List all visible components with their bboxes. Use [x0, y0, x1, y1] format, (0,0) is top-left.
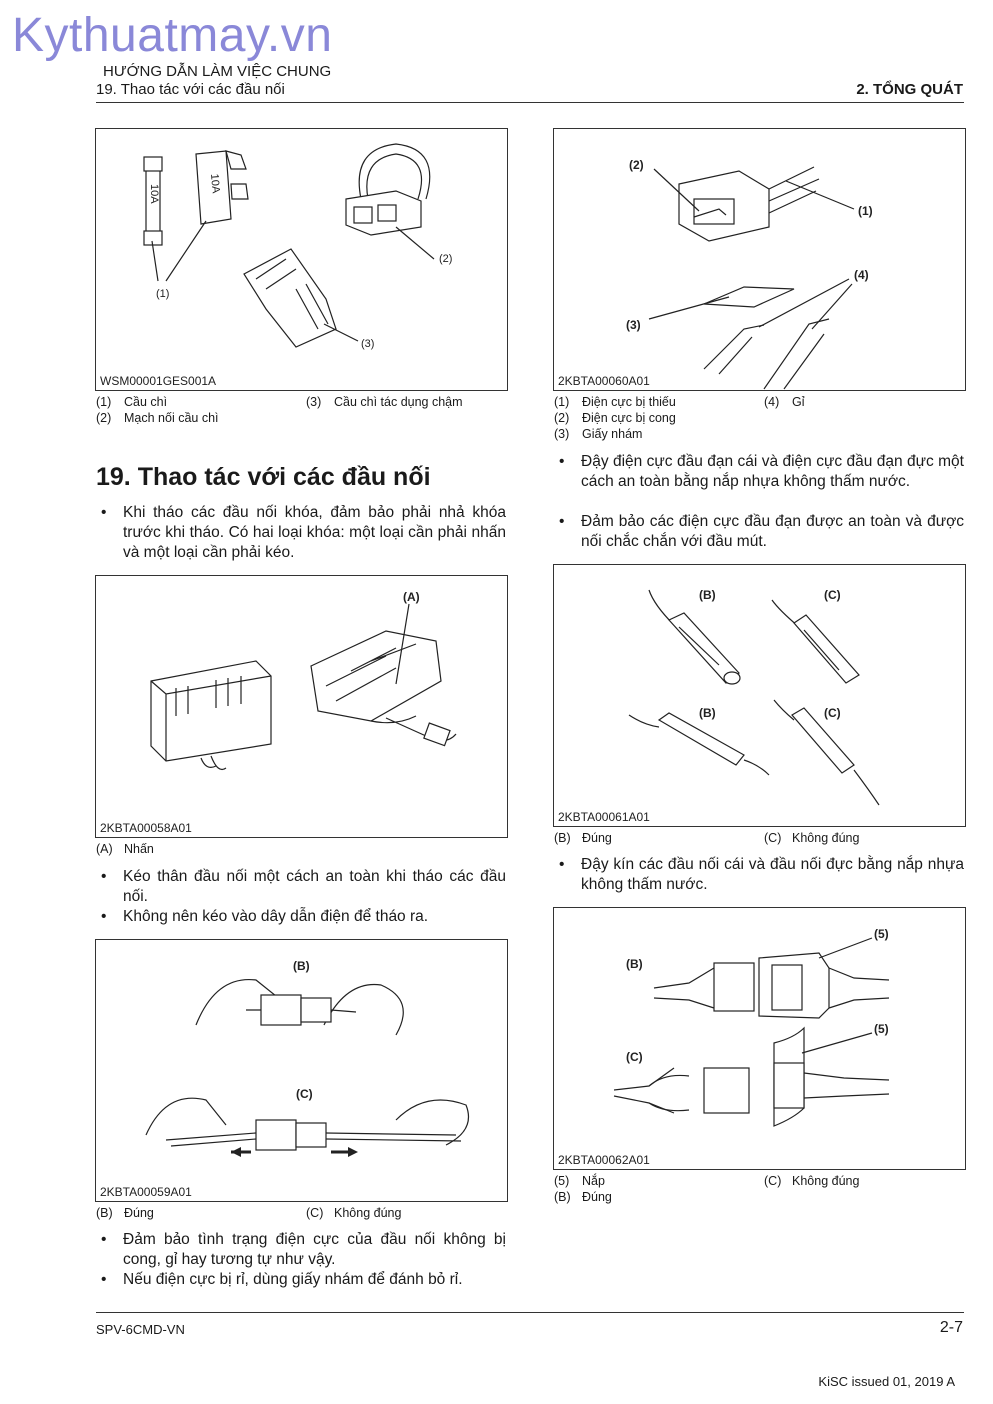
bullet-item: •Đậy kín các đầu nối cái và đầu nối đực …: [559, 856, 964, 893]
bullet-terminals-illustration: (B) (C) (B) (C): [628, 588, 880, 806]
caption-incorrect: (C)Không đúng: [764, 1174, 860, 1188]
caption-terminal-1: (1)Điện cực bị thiếu: [554, 395, 676, 409]
caption-press: (A)Nhấn: [96, 842, 154, 856]
bullet-item: •Kéo thân đầu nối một cách an toàn khi t…: [101, 868, 506, 905]
figure-code: 2KBTA00061A01: [558, 810, 650, 824]
svg-text:(B): (B): [699, 706, 716, 720]
header-chapter: 2. TỔNG QUÁT: [856, 81, 963, 98]
caption-incorrect: (C)Không đúng: [764, 831, 860, 845]
svg-text:(5): (5): [874, 1022, 889, 1036]
svg-text:(B): (B): [699, 588, 716, 602]
waterproof-covers-illustration: (B) (5) (C) (5): [613, 927, 890, 1127]
section-title: 19. Thao tác với các đầu nối: [96, 463, 431, 491]
footer-divider: [96, 1312, 964, 1313]
footer-doc-code: SPV-6CMD-VN: [96, 1322, 185, 1337]
svg-text:(3): (3): [626, 318, 641, 332]
bullet-item: •Nếu điện cực bị rỉ, dùng giấy nhám để đ…: [101, 1271, 463, 1288]
header-divider: [96, 102, 964, 103]
pull-connectors-illustration: (B) (C): [145, 959, 470, 1157]
caption-terminal-4: (4)Gỉ: [764, 395, 805, 409]
watermark-logo: Kythuatmay.vn: [12, 9, 333, 62]
caption-correct: (B)Đúng: [554, 1190, 612, 1204]
caption-correct: (B)Đúng: [554, 831, 612, 845]
svg-text:(C): (C): [824, 588, 841, 602]
caption-incorrect: (C)Không đúng: [306, 1206, 402, 1220]
bullet-item: •Đảm bảo các điện cực đầu đạn được an to…: [559, 513, 964, 550]
fuse-label-3: (3): [361, 338, 374, 350]
caption-fuse-3: (3)Cầu chì tác dụng chậm: [306, 395, 463, 409]
caption-terminal-2: (2)Điện cực bị cong: [554, 411, 676, 425]
svg-text:10A: 10A: [208, 173, 222, 194]
bullet-item: •Khi tháo các đầu nối khóa, đảm bảo phải…: [101, 504, 506, 561]
header-manual-title: HƯỚNG DẪN LÀM VIỆC CHUNG: [103, 63, 332, 80]
svg-text:(1): (1): [858, 204, 873, 218]
bullet-item: •Không nên kéo vào dây dẫn điện để tháo …: [101, 908, 429, 925]
lock-connectors-illustration: (A): [150, 590, 457, 771]
figure-code: WSM00001GES001A: [100, 374, 217, 388]
figure-code: 2KBTA00062A01: [558, 1153, 650, 1167]
fuse-label-2: (2): [439, 253, 452, 265]
figure-code: 2KBTA00060A01: [558, 374, 650, 388]
figure-bullet-terminals: (B) (C) (B) (C) 2KBTA00061A01: [553, 564, 966, 827]
footer-page-number: 2-7: [939, 1319, 963, 1336]
footer-issued: KiSC issued 01, 2019 A: [818, 1374, 955, 1389]
svg-text:(4): (4): [854, 268, 869, 282]
figure-code: 2KBTA00058A01: [100, 821, 192, 835]
caption-fuse-1: (1)Cầu chì: [96, 395, 168, 409]
terminals-illustration: (2) (1) (3) (4): [626, 158, 873, 390]
figure-pull-connectors: (B) (C) 2KBTA00059A01: [95, 939, 508, 1202]
svg-text:(C): (C): [824, 706, 841, 720]
caption-fuse-2: (2)Mạch nối cầu chì: [96, 411, 219, 425]
figure-lock-connectors: (A) 2KBTA00058A01: [95, 575, 508, 838]
caption-cover: (5)Nắp: [554, 1174, 605, 1188]
svg-text:(C): (C): [626, 1050, 643, 1064]
figure-terminals: (2) (1) (3) (4) 2KBTA00060A01: [553, 128, 966, 391]
figure-fuses: 10A 10A (1) (2) (3) WSM00001GES001A: [95, 128, 508, 391]
caption-terminal-3: (3)Giấy nhám: [554, 427, 643, 441]
bullet-item: •Đảm bảo tình trạng điện cực của đầu nối…: [101, 1231, 506, 1268]
bullet-item: •Đậy điện cực đầu đạn cái và điện cực đầ…: [559, 453, 964, 490]
caption-correct: (B)Đúng: [96, 1206, 154, 1220]
svg-text:(5): (5): [874, 927, 889, 941]
figure-waterproof-covers: (B) (5) (C) (5) 2KBTA00062A01: [553, 907, 966, 1170]
svg-text:10A: 10A: [148, 184, 160, 204]
svg-text:(B): (B): [626, 957, 643, 971]
svg-text:(A): (A): [403, 590, 420, 604]
fuse-label-1: (1): [156, 288, 169, 300]
figure-code: 2KBTA00059A01: [100, 1185, 192, 1199]
svg-text:(C): (C): [296, 1087, 313, 1101]
header-section-title: 19. Thao tác với các đầu nối: [96, 81, 285, 98]
svg-text:(2): (2): [629, 158, 644, 172]
svg-text:(B): (B): [293, 959, 310, 973]
fuses-illustration: 10A 10A (1) (2) (3): [143, 143, 452, 350]
